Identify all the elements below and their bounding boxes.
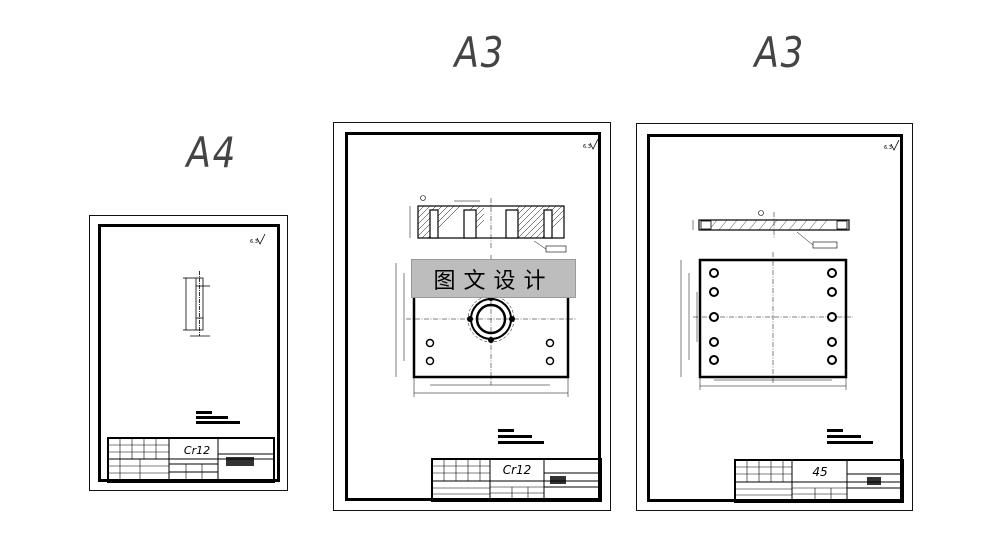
drawing-sheet-a3-left: 6.3 [333,122,611,511]
sheet-size-label-a3-right: A3 [754,28,805,77]
svg-text:6.3: 6.3 [250,239,258,245]
title-block [734,459,904,503]
roughness-symbol: 6.3 [884,139,900,151]
drawing-sheet-a4: 6.3 [89,215,288,491]
watermark-label: 图文设计 [411,259,576,298]
technical-notes [498,429,544,444]
a4-drawing-content: 6.3 [107,233,275,483]
drawing-sheet-a3-right: 6.3 [636,123,913,511]
drawing-frame [345,132,601,501]
title-block [431,458,602,502]
plan-view [680,252,853,390]
technical-notes [827,429,873,444]
roughness-symbol: 6.3 [250,233,266,245]
svg-text:6.3: 6.3 [884,145,892,151]
roughness-symbol: 6.3 [583,138,599,150]
a3-right-drawing-content: 6.3 [680,139,904,503]
material-label: Cr12 [502,463,532,477]
drawing-frame [98,224,280,482]
technical-notes [196,411,240,424]
drawing-frame [647,134,903,502]
svg-text:6.3: 6.3 [583,144,591,150]
material-label: 45 [812,465,828,479]
a3-left-drawing-content: 6.3 [395,138,602,502]
sheet-size-label-a4: A4 [186,128,237,177]
section-view [692,210,850,249]
section-view [409,195,567,253]
part-view [183,271,210,337]
material-label: Cr12 [183,444,211,457]
title-block [107,437,275,483]
sheet-size-label-a3-left: A3 [454,28,505,77]
